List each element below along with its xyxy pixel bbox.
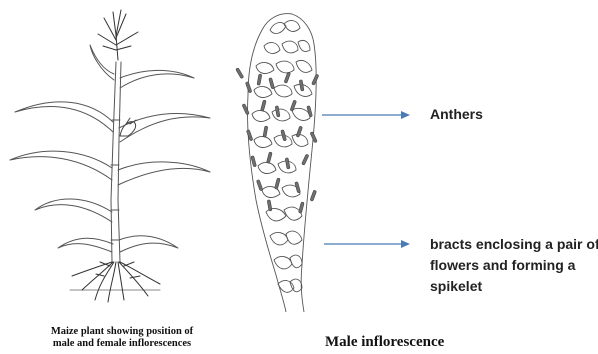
anthers-arrow (322, 111, 410, 119)
plant-leaf-mid-left-1 (15, 102, 113, 132)
plant-leaf-mid-left-2 (10, 151, 112, 180)
plant-leaf-mid-right (119, 113, 210, 142)
plant-leaf-upper-left (90, 45, 114, 80)
maize-plant-illustration (10, 10, 210, 302)
plant-leaf-lower-right (118, 162, 210, 185)
plant-roots (72, 262, 160, 302)
plant-leaf-bottom-left (58, 238, 113, 252)
plant-stalk (111, 62, 121, 262)
bracts-label: bracts enclosing a pair of flowers and f… (430, 234, 598, 297)
plant-leaf-upper-right (120, 70, 194, 88)
plant-caption: Maize plant showing position of male and… (22, 326, 222, 350)
plant-leaf-lower-left (35, 199, 112, 222)
plant-tassel (98, 10, 138, 60)
plant-leaf-bottom-right (119, 236, 178, 252)
bracts-arrow (324, 240, 410, 248)
inflorescence-outline (247, 14, 316, 312)
inflorescence-lower-bracts (266, 207, 302, 292)
anthers-label: Anthers (430, 104, 483, 125)
male-inflorescence-caption: Male inflorescence (325, 333, 444, 351)
male-inflorescence-illustration (247, 14, 316, 312)
